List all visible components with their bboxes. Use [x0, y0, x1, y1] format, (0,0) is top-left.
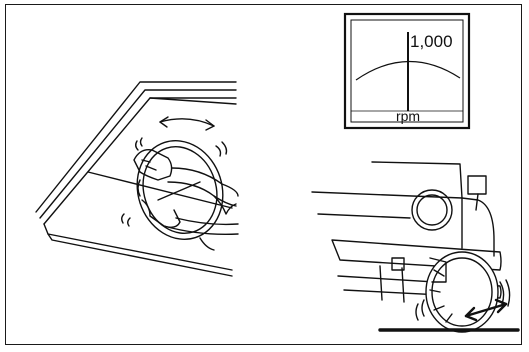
- marker-mount: [476, 194, 478, 210]
- thumb: [138, 180, 140, 196]
- upper-hand: [134, 150, 172, 180]
- headlight-ring: [417, 195, 447, 225]
- steering-wheel-scene: [36, 82, 238, 276]
- lower-hand: [142, 200, 180, 227]
- tachometer-reading-label: 1,000: [410, 32, 453, 51]
- car-front-scene: [312, 162, 518, 332]
- tachometer-unit-label: rpm: [396, 108, 420, 124]
- headlight: [412, 190, 452, 230]
- car-body-line: [318, 214, 410, 218]
- tachometer-gauge: 1,000 rpm: [345, 14, 469, 128]
- rotation-arrow-head-left: [160, 117, 168, 127]
- windshield-pillar-inner: [44, 98, 236, 224]
- roof-line: [150, 98, 236, 104]
- motion-marks-top: [136, 138, 142, 150]
- side-marker-light: [468, 176, 486, 194]
- lower-sleeve: [200, 238, 214, 250]
- car-hood: [372, 162, 462, 248]
- dashboard-line-lower: [48, 234, 232, 276]
- valance: [380, 266, 404, 302]
- motion-marks-bottom: [122, 214, 130, 226]
- car-fender: [462, 198, 494, 256]
- dashboard-line: [44, 224, 232, 270]
- upper-fingers: [142, 160, 156, 170]
- motion-marks-right: [216, 142, 227, 156]
